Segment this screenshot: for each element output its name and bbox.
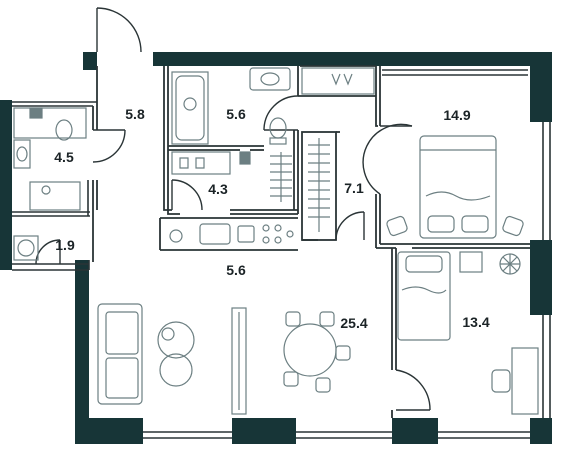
area-label-wardrobe: 7.1 — [344, 180, 364, 196]
area-label-bedroom-top: 14.9 — [443, 107, 471, 123]
area-label-living-kitchen: 25.4 — [340, 315, 368, 331]
area-label-hall: 5.8 — [125, 106, 145, 122]
door-swing-icon — [35, 7, 431, 411]
area-label-storage: 1.9 — [55, 237, 75, 253]
area-label-laundry: 4.3 — [208, 181, 228, 197]
area-label-corridor: 5.6 — [226, 262, 246, 278]
interior-walls — [92, 65, 530, 418]
furniture-icon — [13, 67, 539, 415]
area-label-bathroom-left: 4.5 — [54, 149, 74, 165]
area-label-bedroom-bottom: 13.4 — [462, 314, 490, 330]
outline-lines — [12, 69, 551, 439]
exterior-walls — [0, 52, 552, 444]
area-label-bathroom-main: 5.6 — [226, 106, 246, 122]
